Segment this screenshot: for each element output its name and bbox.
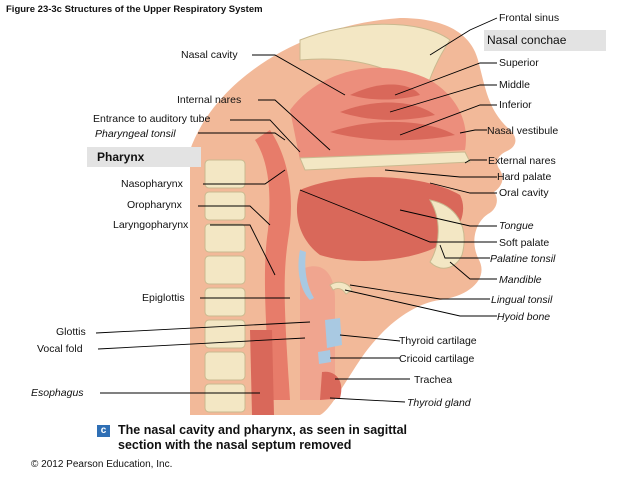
hard-palate-shape: [299, 151, 471, 171]
label-vocal-fold: Vocal fold: [37, 343, 83, 355]
mandible-shape: [428, 199, 465, 269]
pharynx-channel: [255, 130, 291, 400]
label-epiglottis: Epiglottis: [142, 292, 185, 304]
epiglottis-shape: [298, 250, 314, 300]
figure-title: Figure 23-3c Structures of the Upper Res…: [6, 4, 263, 15]
label-frontal-sinus: Frontal sinus: [499, 12, 560, 24]
label-cricoid-cartilage: Cricoid cartilage: [399, 353, 475, 365]
label-oral-cavity: Oral cavity: [499, 187, 549, 199]
caption-badge: c: [97, 425, 110, 437]
label-mandible: Mandible: [499, 274, 542, 286]
middle-concha: [340, 102, 435, 120]
pharynx-box: [87, 147, 201, 167]
label-thyroid-gland: Thyroid gland: [407, 397, 471, 409]
label-oropharynx: Oropharynx: [127, 199, 182, 211]
label-esophagus: Esophagus: [31, 387, 84, 399]
label-external-nares: External nares: [488, 155, 556, 167]
nasal-conchae-box: [484, 30, 606, 51]
label-lingual-tonsil: Lingual tonsil: [491, 294, 553, 306]
label-nasopharynx: Nasopharynx: [121, 178, 183, 190]
label-hard-palate: Hard palate: [497, 171, 552, 183]
superior-concha: [350, 84, 420, 100]
hyoid-bone-shape: [329, 281, 353, 295]
label-palatine-tonsil: Palatine tonsil: [490, 253, 556, 265]
caption-line-2: section with the nasal septum removed: [118, 438, 352, 452]
label-glottis: Glottis: [56, 326, 86, 338]
thyroid-cartilage-shape: [325, 318, 342, 348]
cricoid-cartilage-shape: [318, 350, 331, 364]
label-superior-concha: Superior: [499, 57, 539, 69]
label-nasal-vestibule: Nasal vestibule: [487, 125, 559, 137]
label-middle-concha: Middle: [499, 79, 530, 91]
label-soft-palate: Soft palate: [499, 237, 550, 249]
label-nasal-cavity: Nasal cavity: [181, 49, 238, 61]
pharynx-title: Pharynx: [97, 150, 145, 164]
figure-caption: The nasal cavity and pharynx, as seen in…: [118, 423, 407, 453]
label-trachea: Trachea: [414, 374, 453, 386]
label-hyoid-bone: Hyoid bone: [497, 311, 551, 323]
label-inferior-concha: Inferior: [499, 99, 532, 111]
vertebral-column: [204, 159, 246, 413]
label-thyroid-cartilage: Thyroid cartilage: [399, 335, 477, 347]
label-auditory-tube: Entrance to auditory tube: [93, 113, 211, 125]
tongue-shape: [296, 177, 464, 262]
caption-line-1: The nasal cavity and pharynx, as seen in…: [118, 423, 408, 437]
label-laryngopharynx: Laryngopharynx: [113, 219, 189, 231]
leader-lines: [95, 17, 498, 403]
nasal-conchae-title: Nasal conchae: [487, 33, 567, 47]
label-internal-nares: Internal nares: [177, 94, 242, 106]
label-tongue: Tongue: [499, 220, 534, 232]
larynx-trachea: [300, 266, 335, 400]
esophagus-shape: [250, 330, 274, 415]
copyright-notice: © 2012 Pearson Education, Inc.: [31, 459, 173, 470]
label-pharyngeal-tonsil: Pharyngeal tonsil: [95, 128, 176, 140]
